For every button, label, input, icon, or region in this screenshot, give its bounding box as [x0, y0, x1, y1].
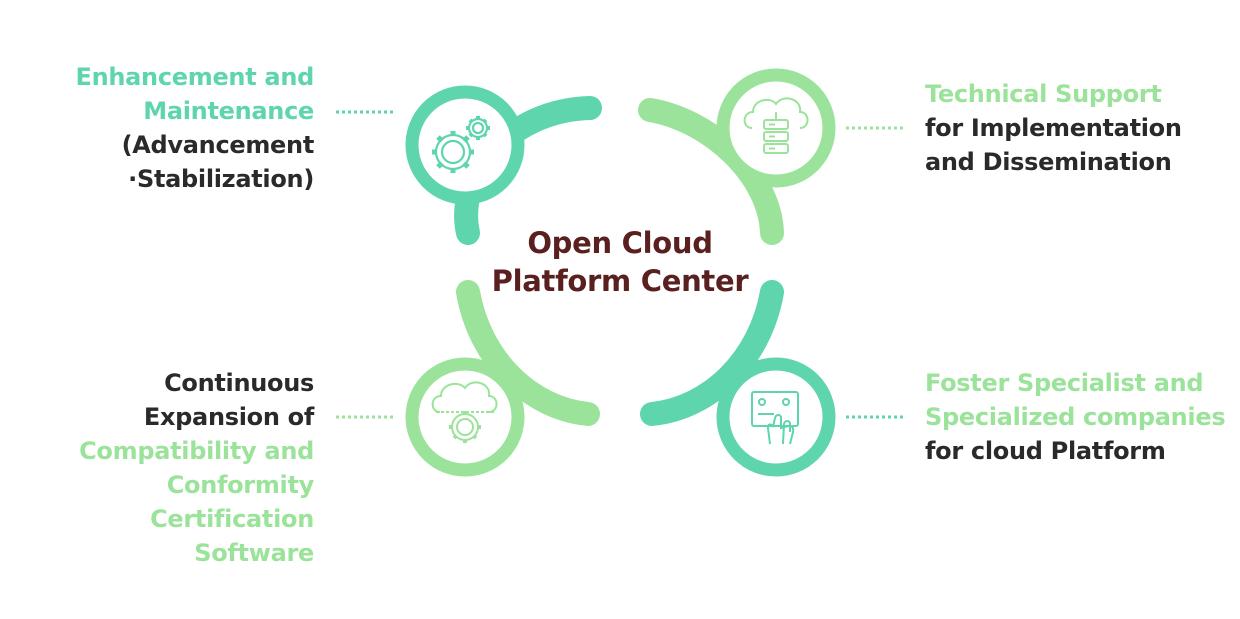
- label-line: Certification: [150, 505, 314, 533]
- label-line: and Dissemination: [925, 148, 1172, 176]
- label-line: Continuous: [164, 369, 314, 397]
- label-line: Enhancement and: [75, 63, 314, 91]
- label-top-right: Technical Support for Implementation and D…: [925, 77, 1182, 179]
- label-line: (Advancement: [121, 131, 315, 159]
- center-title: Open Cloud Platform Center: [470, 224, 770, 300]
- touchscreen-hand-icon: [716, 357, 836, 477]
- center-title-line-2: Platform Center: [491, 264, 749, 298]
- label-line: for cloud Platform: [925, 437, 1166, 465]
- arc-bottom-left: [456, 280, 600, 426]
- label-line: for Implementation: [925, 114, 1182, 142]
- arc-bottom-right: [640, 280, 784, 426]
- label-line: Maintenance: [143, 97, 314, 125]
- center-title-line-1: Open Cloud: [527, 226, 713, 260]
- label-line: Expansion of: [143, 403, 314, 431]
- cloud-gear-icon: [405, 357, 525, 477]
- label-line: Foster Specialist and: [925, 369, 1204, 397]
- gears-icon: [405, 85, 525, 205]
- label-line: Compatibility and: [79, 437, 314, 465]
- label-line: Software: [194, 539, 314, 567]
- cloud-server-icon: [716, 68, 836, 188]
- label-line: ·Stabilization): [128, 165, 314, 193]
- label-line: Conformity: [166, 471, 315, 499]
- label-line: Specialized companies: [925, 403, 1226, 431]
- label-line: Technical Support: [925, 80, 1162, 108]
